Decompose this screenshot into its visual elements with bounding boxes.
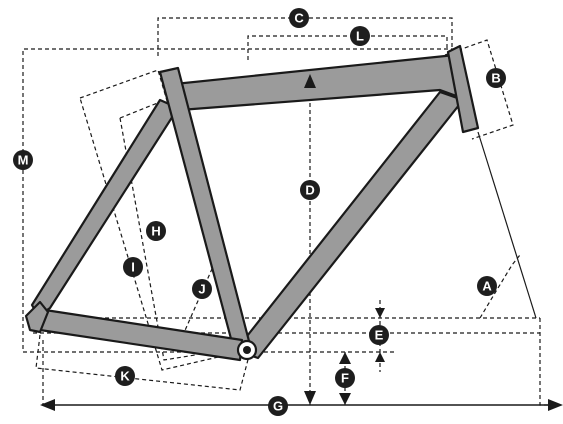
label-m-text: M	[18, 153, 29, 168]
label-l: L	[350, 26, 370, 46]
guide-i	[119, 99, 196, 361]
f-arrow-top	[339, 352, 351, 364]
g-arrow-left	[40, 399, 55, 411]
label-m: M	[13, 150, 33, 170]
label-a: A	[477, 276, 497, 296]
label-a-text: A	[482, 279, 492, 294]
label-g-text: G	[273, 399, 283, 414]
d-arrow-top	[304, 74, 316, 88]
down-tube	[234, 90, 465, 360]
guide-l	[247, 35, 448, 60]
f-arrow-bottom	[339, 393, 351, 405]
label-j-text: J	[198, 282, 205, 297]
d-arrow-bottom	[304, 391, 316, 405]
seat-tube	[158, 66, 252, 352]
guide-k	[35, 334, 251, 391]
label-d: D	[300, 180, 320, 200]
label-k: K	[115, 366, 135, 386]
guide-a	[479, 254, 521, 319]
guide-j	[182, 261, 216, 336]
label-h: H	[146, 221, 166, 241]
fork-axis-line	[477, 131, 537, 319]
g-arrow-right	[548, 399, 563, 411]
label-k-text: K	[120, 369, 130, 384]
label-b: B	[486, 68, 506, 88]
bottom-bracket-center	[243, 346, 251, 354]
label-e: E	[369, 325, 389, 345]
seat-stay	[30, 98, 180, 318]
label-l-text: L	[356, 29, 364, 44]
label-i-text: I	[131, 260, 135, 275]
label-g: G	[268, 396, 288, 416]
guide-g-right	[539, 318, 560, 406]
rear-dropout	[24, 300, 50, 334]
arrows	[40, 74, 563, 411]
e-arrow-top	[375, 308, 385, 318]
label-j: J	[192, 279, 212, 299]
label-c: C	[289, 8, 309, 28]
label-i: I	[123, 257, 143, 277]
label-f: F	[335, 368, 355, 388]
label-d-text: D	[305, 183, 314, 198]
label-f-text: F	[341, 371, 349, 386]
label-h-text: H	[151, 224, 160, 239]
label-c-text: C	[294, 11, 304, 26]
guide-m	[22, 48, 455, 353]
label-b-text: B	[491, 71, 500, 86]
label-e-text: E	[375, 328, 384, 343]
head-tube	[446, 44, 480, 134]
guide-b	[444, 39, 514, 140]
frame	[24, 44, 480, 362]
e-arrow-bottom	[375, 352, 385, 362]
